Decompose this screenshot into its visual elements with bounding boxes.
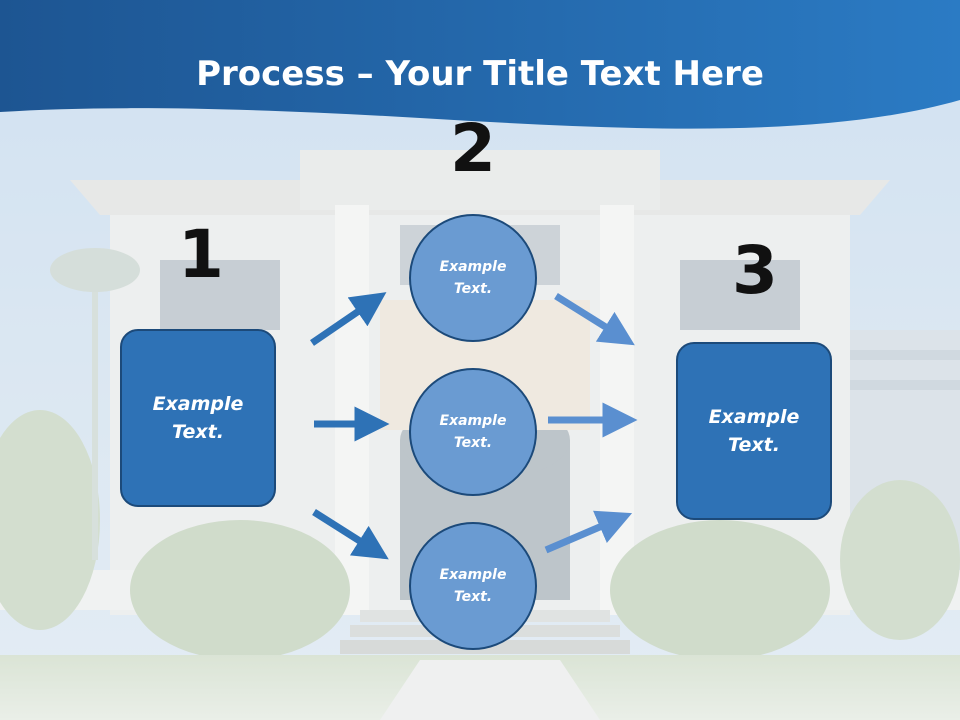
slide-title: Process – Your Title Text Here bbox=[0, 54, 960, 94]
step-number-3: 3 bbox=[732, 232, 778, 309]
step-number-1: 1 bbox=[178, 216, 224, 293]
header-band bbox=[0, 0, 960, 129]
step-number-2: 2 bbox=[450, 110, 496, 187]
title-rest: – Your Title Text Here bbox=[344, 54, 764, 94]
title-bold: Process bbox=[196, 54, 345, 94]
